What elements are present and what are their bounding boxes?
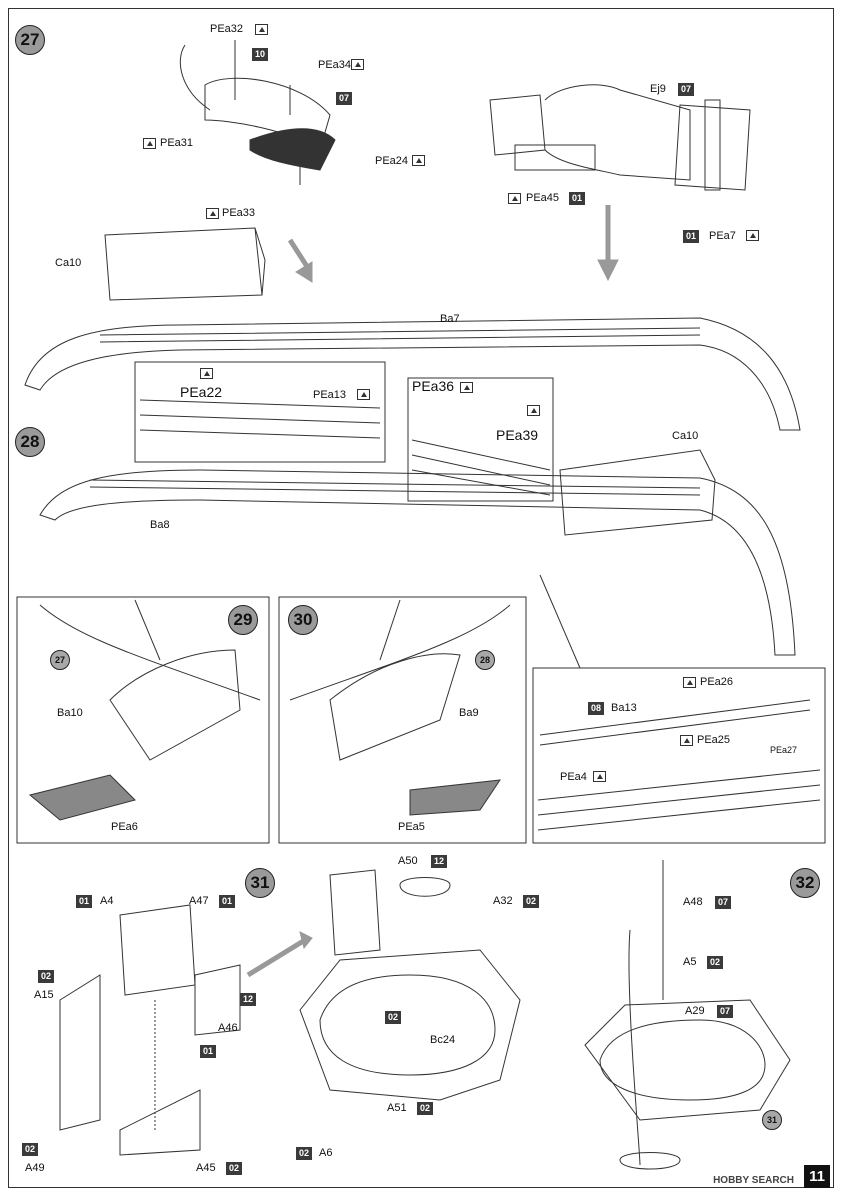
step-30: 30 [288,605,318,635]
label-pea39: PEa39 [496,427,539,443]
code-01: 01 [219,895,236,908]
code-01: 01 [200,1045,217,1058]
pe-icon [412,155,425,166]
code-02: 02 [417,1102,434,1115]
label-pea13: PEa13 [313,389,347,401]
label-ba8: Ba8 [150,519,170,531]
label-pea34: PEa34 [318,59,352,71]
label-ca10: Ca10 [55,257,82,269]
label-a32: A32 [493,895,513,907]
label-pea26: PEa26 [700,676,734,688]
code-12: 12 [431,855,448,868]
label-a49: A49 [25,1162,45,1174]
label-pea27: PEa27 [770,745,798,755]
tube-part [204,77,331,151]
label-pea5: PEa5 [398,821,425,833]
pe-icon [357,389,370,400]
code-02: 02 [38,970,55,983]
label-a15: A15 [34,989,54,1001]
label-a5: A5 [683,956,697,968]
label-pea24: PEa24 [375,155,409,167]
step-27: 27 [15,25,45,55]
watermark: HOBBY SEARCH [713,1175,794,1186]
label-ca10-right: Ca10 [672,430,699,442]
label-ba10: Ba10 [57,707,83,719]
label-a29: A29 [685,1005,705,1017]
label-ba9: Ba9 [459,707,479,719]
label-a46: A46 [218,1022,238,1034]
label-ba13: Ba13 [611,702,637,714]
label-pea22: PEa22 [180,384,223,400]
code-02: 02 [523,895,540,908]
step-29: 29 [228,605,258,635]
pe-icon [460,382,473,393]
code-07: 07 [336,92,353,105]
code-01: 01 [683,230,700,243]
pe-icon [527,405,540,416]
code-01: 01 [76,895,93,908]
code-02: 02 [385,1011,402,1024]
page-frame [8,8,834,1188]
code-07: 07 [678,83,695,96]
pe-icon [680,735,693,746]
label-a50: A50 [398,855,418,867]
label-pea25: PEa25 [697,734,731,746]
pe-icon [351,59,364,70]
page-number: 11 [804,1165,830,1188]
label-a51: A51 [387,1102,407,1114]
label-a47: A47 [189,895,209,907]
dark-cover-part [249,128,336,171]
pe-icon [508,193,521,204]
label-pea7: PEa7 [709,230,736,242]
label-ba7: Ba7 [440,313,460,325]
label-pea36: PEa36 [412,378,455,394]
code-07: 07 [715,896,732,909]
pe-icon [746,230,759,241]
pe-icon [200,368,213,379]
label-pea4: PEa4 [560,771,587,783]
label-a4: A4 [100,895,114,907]
pe-icon [206,208,219,219]
label-pea32: PEa32 [210,23,244,35]
step-28: 28 [15,427,45,457]
code-12: 12 [240,993,257,1006]
step-31: 31 [245,868,275,898]
step-32: 32 [790,868,820,898]
code-01: 01 [569,192,586,205]
code-08: 08 [588,702,605,715]
label-bc24: Bc24 [430,1034,456,1046]
code-02: 02 [707,956,724,969]
label-pea45: PEa45 [526,192,560,204]
pe-icon [255,24,268,35]
pe-icon [683,677,696,688]
ref-27: 27 [50,650,70,670]
label-pea6: PEa6 [111,821,138,833]
label-ej9: Ej9 [650,83,666,95]
code-10: 10 [252,48,269,61]
code-07: 07 [717,1005,734,1018]
label-a45: A45 [196,1162,216,1174]
code-02: 02 [296,1147,313,1160]
label-a6: A6 [319,1147,333,1159]
code-02: 02 [226,1162,243,1175]
label-pea33: PEa33 [222,207,256,219]
code-02: 02 [22,1143,39,1156]
pe-icon [143,138,156,149]
label-a48: A48 [683,896,703,908]
ref-31: 31 [762,1110,782,1130]
pe-icon [593,771,606,782]
ref-28: 28 [475,650,495,670]
label-pea31: PEa31 [160,137,194,149]
